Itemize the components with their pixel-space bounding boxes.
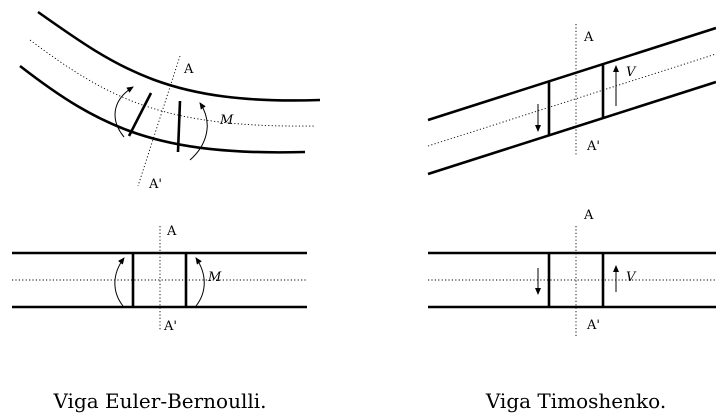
- label-a-prime-bottom: A': [148, 177, 162, 192]
- section-plane-a-a: [137, 55, 181, 187]
- euler-bernoulli-straight-beam: A A' M: [12, 224, 307, 334]
- shear-label: V: [626, 270, 637, 285]
- moment-label: M: [219, 113, 234, 128]
- label-a-prime-bottom: A': [586, 139, 600, 154]
- bent-beam-neutral-axis: [29, 39, 316, 127]
- timoshenko-straight-beam: A A' V: [428, 208, 716, 336]
- inclined-beam-neutral-axis: [427, 53, 716, 147]
- bent-beam-top-edge: [37, 10, 321, 102]
- moment-arrow-right: [189, 102, 208, 161]
- moment-label: M: [207, 270, 222, 285]
- label-a-top: A: [583, 208, 594, 223]
- euler-bernoulli-bent-beam: A A' M: [19, 10, 321, 192]
- bent-beam-bottom-edge: [19, 64, 306, 154]
- caption-euler-bernoulli: Viga Euler-Bernoulli.: [52, 389, 266, 413]
- label-a-prime-bottom: A': [163, 319, 177, 334]
- shear-label: V: [626, 65, 637, 80]
- label-a-top: A: [166, 224, 177, 239]
- moment-arrow-left: [114, 257, 125, 307]
- moment-arrow-right: [195, 257, 205, 307]
- inclined-beam-top-edge: [427, 26, 716, 122]
- timoshenko-inclined-beam: A A' V: [427, 24, 716, 176]
- section-line-left: [127, 92, 153, 137]
- label-a-prime-bottom: A': [586, 318, 600, 333]
- label-a-top: A: [583, 30, 594, 45]
- section-line-right: [176, 100, 182, 153]
- label-a-top: A: [183, 62, 194, 77]
- caption-timoshenko: Viga Timoshenko.: [485, 389, 666, 413]
- inclined-beam-bottom-edge: [427, 80, 716, 176]
- moment-arrow-left: [114, 86, 134, 138]
